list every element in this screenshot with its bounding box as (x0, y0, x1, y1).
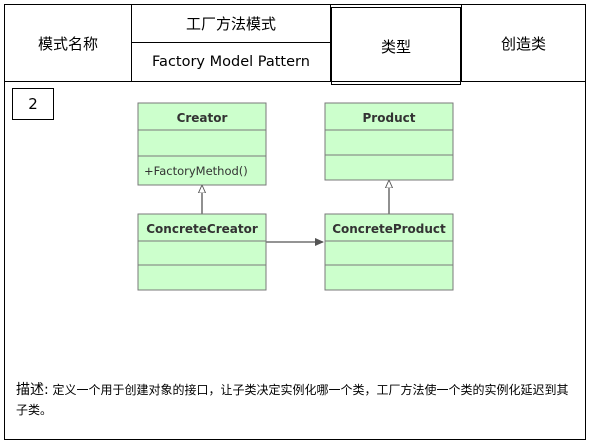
pattern-name-chinese: 工厂方法模式 (131, 5, 331, 43)
class-product: Product (324, 102, 454, 181)
type-value: 创造类 (461, 5, 585, 81)
pattern-name-label: 模式名称 (37, 34, 98, 53)
uml-class-diagram: Creator +FactoryMethod() Product Concret… (137, 102, 454, 291)
class-product-name: Product (363, 111, 416, 125)
class-creator: Creator +FactoryMethod() (137, 102, 267, 186)
header-table: 模式名称 工厂方法模式 Factory Model Pattern 类型 创造类 (5, 5, 585, 85)
class-concrete-creator: ConcreteCreator (137, 213, 267, 291)
description-text: 定义一个用于创建对象的接口，让子类决定实例化哪一个类，工厂方法使一个类的实例化延… (16, 383, 569, 417)
class-concrete-product: ConcreteProduct (324, 213, 454, 291)
type-label: 类型 (331, 7, 461, 85)
class-concrete-creator-name: ConcreteCreator (146, 222, 258, 236)
class-creator-method: +FactoryMethod() (144, 164, 248, 178)
pattern-number: 2 (12, 88, 54, 120)
description: 描述: 定义一个用于创建对象的接口，让子类决定实例化哪一个类，工厂方法使一个类的… (16, 380, 576, 420)
header-divider (5, 81, 585, 82)
description-label: 描述: (16, 382, 49, 398)
pattern-card: 模式名称 工厂方法模式 Factory Model Pattern 类型 创造类… (4, 4, 586, 440)
pattern-name-english: Factory Model Pattern (131, 43, 331, 81)
class-creator-name: Creator (177, 111, 228, 125)
class-concrete-product-name: ConcreteProduct (332, 222, 446, 236)
